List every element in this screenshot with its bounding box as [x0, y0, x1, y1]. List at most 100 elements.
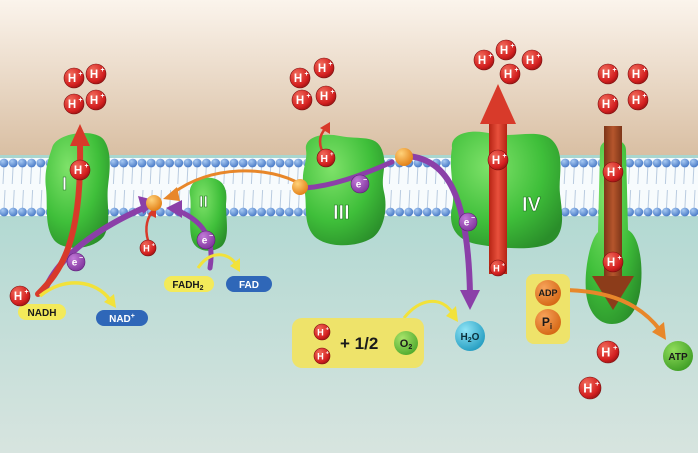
proton-icon: H+ [313, 57, 335, 79]
svg-text:+: + [152, 242, 156, 248]
svg-text:H: H [317, 327, 324, 337]
svg-text:+: + [618, 165, 622, 172]
electron-path-complex-iii [302, 159, 395, 191]
lipid-tail [693, 189, 696, 211]
svg-text:−: − [363, 177, 367, 184]
proton-icon: H+ [289, 67, 311, 89]
svg-text:+: + [613, 97, 617, 104]
lipid-head [220, 158, 230, 168]
lipid-tail [583, 189, 586, 211]
lipid-head [441, 158, 450, 168]
lipid-head [643, 158, 653, 168]
lipid-head [238, 207, 248, 217]
proton-icon: H+ [521, 49, 543, 71]
proton-arrow-iii-head [320, 122, 330, 134]
lipid-head [174, 158, 184, 168]
complex-ii-body [189, 177, 227, 251]
svg-text:H: H [602, 69, 610, 81]
lipid-head [422, 207, 432, 217]
svg-text:H: H [607, 167, 615, 179]
lipid-tail [684, 189, 687, 211]
lipid-head [404, 207, 414, 217]
fad-badge-bg [226, 276, 272, 292]
svg-text:+: + [618, 255, 622, 262]
lipid-head [625, 158, 634, 168]
lipid-head [266, 158, 276, 168]
oxygen-molecule [394, 331, 418, 355]
complex-ii-label: II [199, 194, 208, 211]
svg-text:−: − [79, 255, 83, 262]
svg-text:H: H [493, 263, 500, 273]
svg-text:+: + [101, 93, 105, 100]
proton-icon: H+ [473, 49, 495, 71]
svg-text:H: H [74, 165, 82, 177]
lipid-tail [21, 189, 24, 211]
lipid-tail [279, 189, 282, 211]
lipid-head [156, 158, 165, 168]
svg-text:+: + [515, 67, 519, 74]
svg-text:+: + [329, 61, 333, 68]
svg-text:+: + [643, 93, 647, 100]
lipid-head [579, 158, 588, 168]
lipid-head [662, 158, 671, 168]
electron-icon: e− [66, 252, 86, 272]
electron-icon: e− [196, 230, 216, 250]
plus-half-label: + 1/2 [340, 334, 378, 353]
proton-icon: H+ [487, 149, 509, 171]
fadh2-badge: FADH2 [164, 276, 214, 292]
svg-text:H: H [317, 351, 324, 361]
lipid-head [0, 158, 9, 168]
lipid-tail [40, 189, 43, 211]
atp-arrow-head [652, 322, 666, 340]
svg-text:H: H [504, 69, 512, 81]
svg-text:H: H [320, 91, 328, 103]
lipid-tail [445, 189, 448, 211]
lipid-head [680, 207, 690, 217]
lipid-head [386, 207, 395, 217]
svg-text:H: H [68, 99, 76, 111]
atp-label: ATP [668, 352, 688, 363]
svg-text:e: e [356, 180, 362, 191]
svg-text:H: H [90, 69, 98, 81]
proton-icon: H+ [602, 251, 624, 273]
lipid-tail [656, 189, 659, 211]
adp-pi-box: ADP Pi [526, 274, 570, 344]
svg-text:H: H [632, 69, 640, 81]
proton-icon: H+ [627, 89, 649, 111]
lipid-head [119, 158, 128, 168]
lipid-head [275, 158, 285, 168]
complex-iv-label: IV [522, 194, 542, 216]
proton-arrow-complex-iv-head [480, 84, 516, 124]
lipid-tail [270, 189, 273, 211]
proton-icon: H+ [9, 285, 31, 307]
oxygen-reaction-box: + 1/2 O2 [292, 318, 424, 368]
lipid-head [294, 158, 303, 168]
lipid-head [671, 158, 680, 168]
lipid-tail [251, 189, 254, 211]
proton-icon: H+ [597, 63, 619, 85]
adp-molecule [535, 280, 561, 306]
oxygen-reduction-arrow [402, 299, 458, 322]
proton-icon: H+ [596, 340, 620, 364]
svg-text:H: H [500, 45, 508, 57]
lipid-tail [417, 189, 420, 211]
fadh-arrow-curve [196, 253, 238, 269]
lipid-head [570, 207, 579, 217]
lipid-tail [592, 189, 595, 211]
proton-icon: H+ [85, 89, 107, 111]
electron-icon: e− [458, 212, 478, 232]
svg-text:H: H [143, 243, 150, 253]
svg-text:H: H [478, 55, 486, 67]
proton-icon: H+ [315, 85, 337, 107]
complex-iii-body [302, 134, 386, 246]
lipid-head [27, 158, 36, 168]
lipid-head [192, 158, 202, 168]
lipid-head [257, 158, 266, 168]
ubiquinone [146, 195, 162, 211]
lipid-tail [435, 189, 438, 211]
oxygen-arrow-curve [402, 299, 454, 319]
svg-text:+: + [503, 153, 507, 160]
lipid-head [275, 207, 285, 217]
lipid-head [413, 207, 423, 217]
